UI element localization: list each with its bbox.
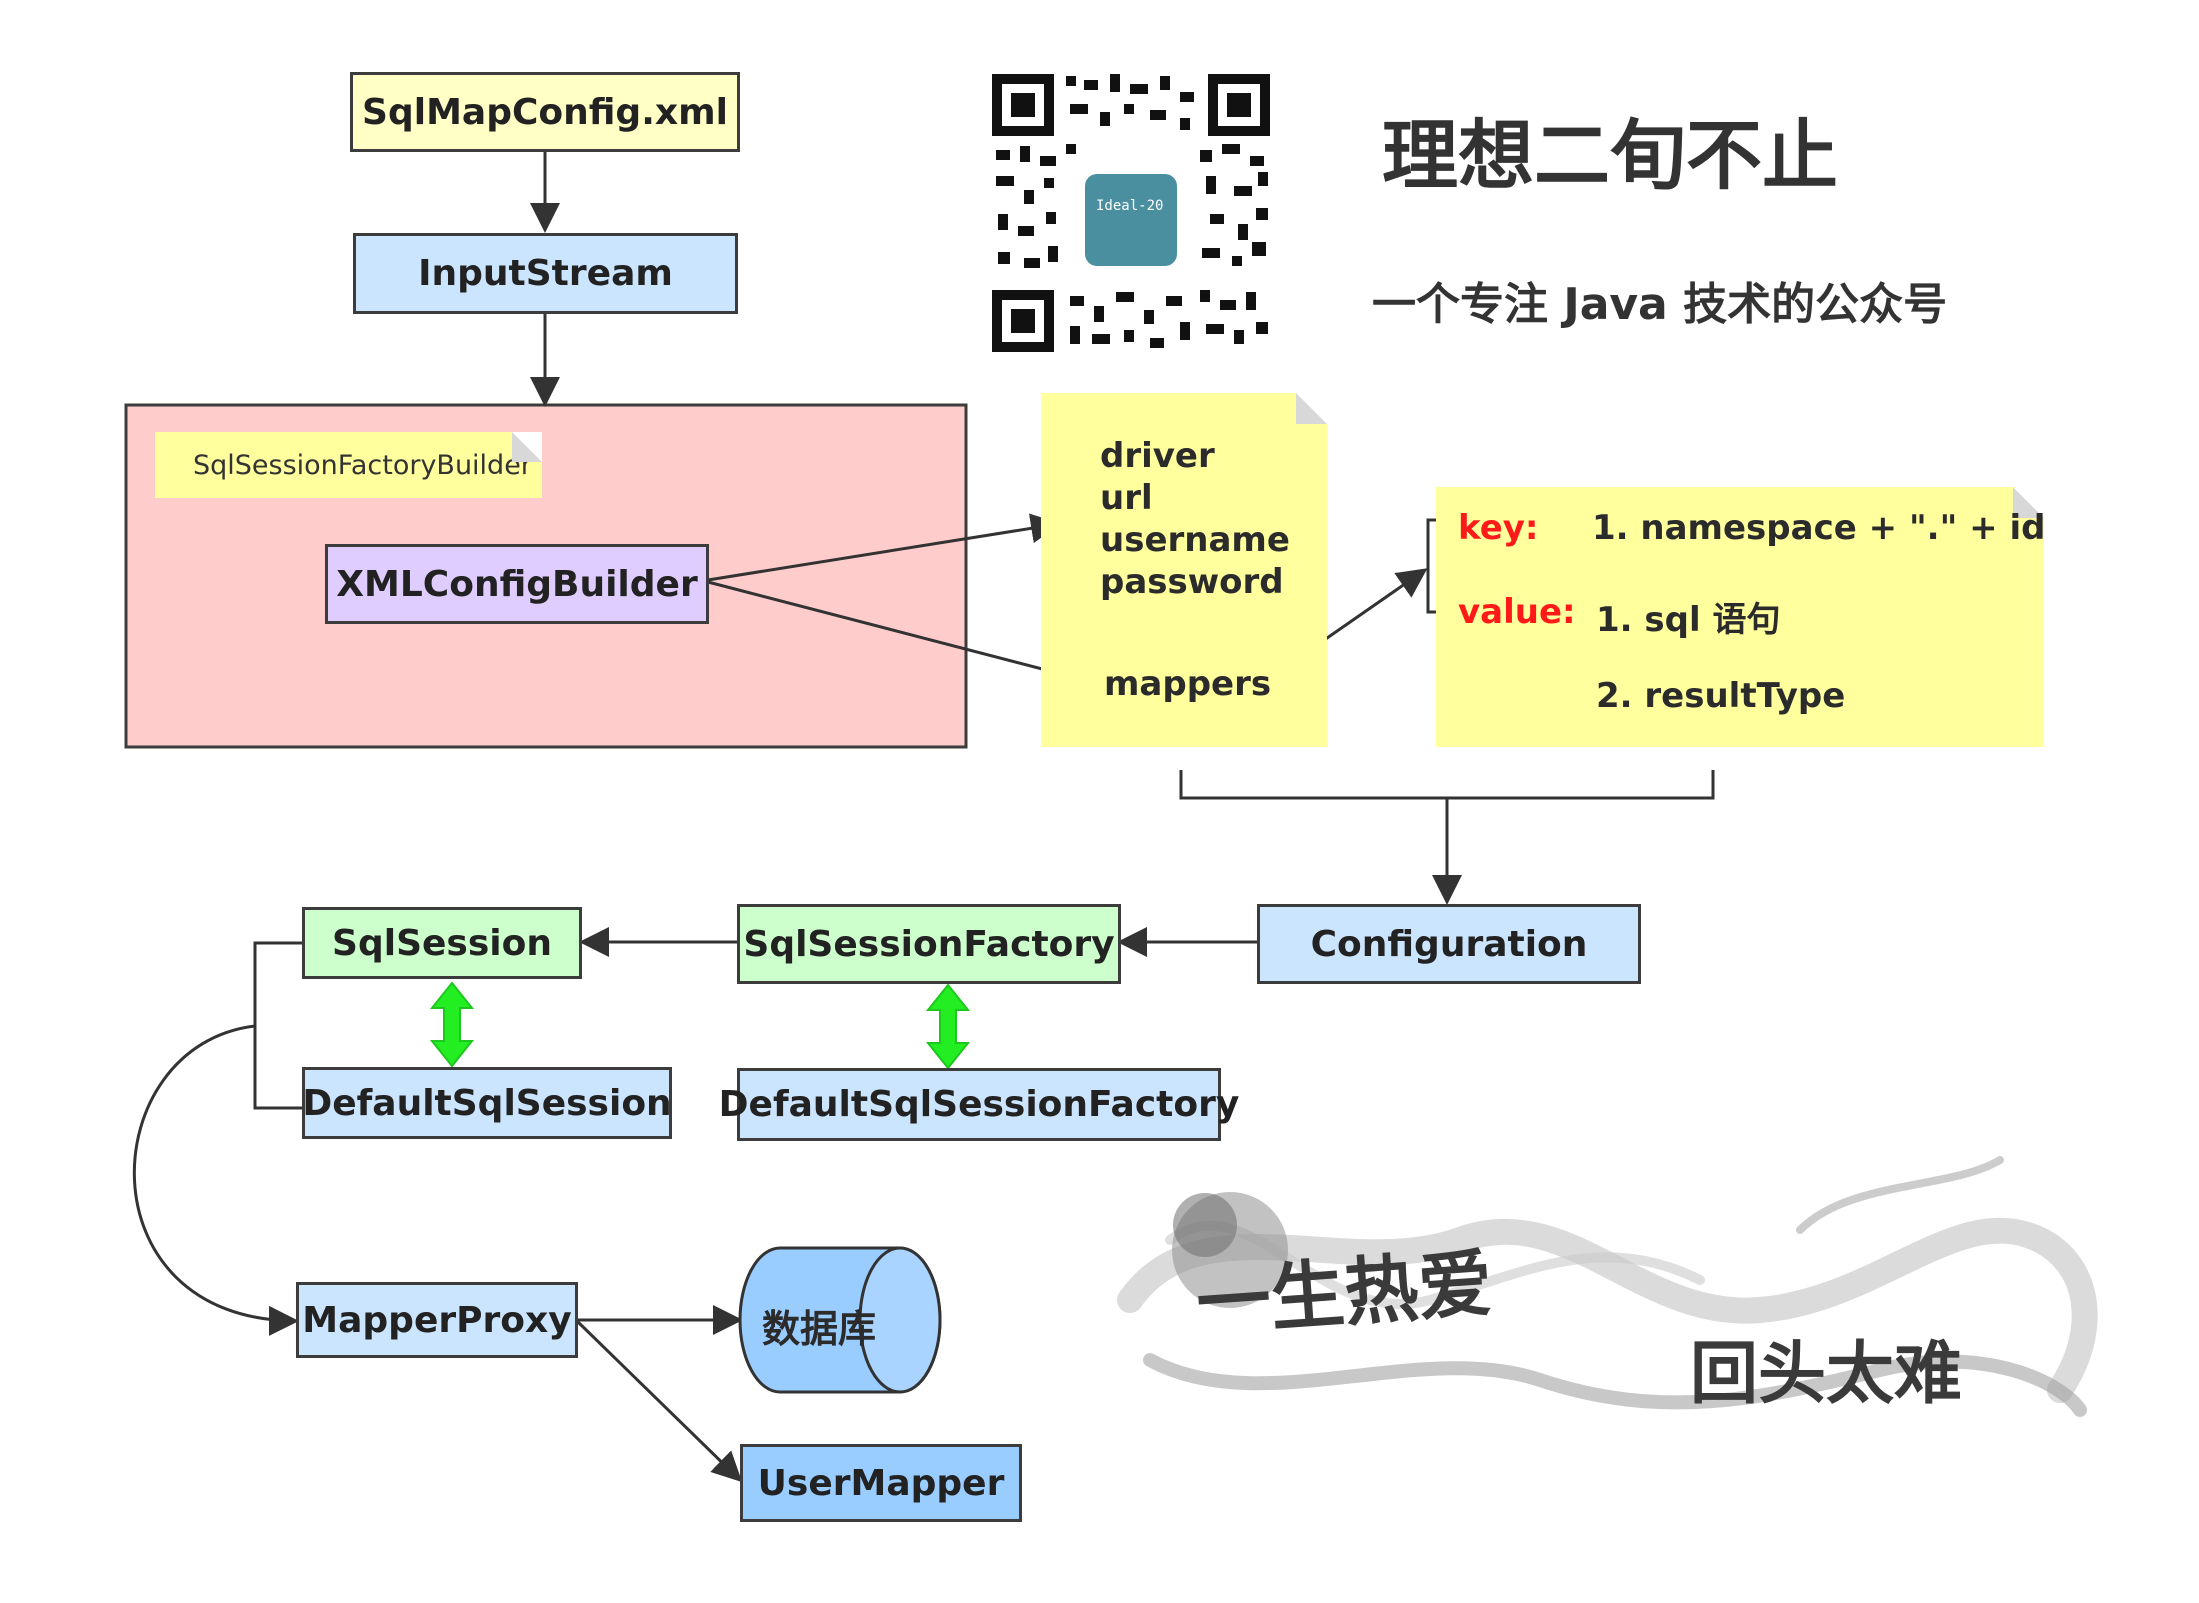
key-label: key: <box>1458 508 1539 548</box>
sqlsession-node: SqlSession <box>302 907 582 979</box>
sqlmapconfig-label: SqlMapConfig.xml <box>362 91 728 133</box>
builder-note-label: SqlSessionFactoryBuilder <box>193 450 532 481</box>
defaultsqlsessionfactory-node: DefaultSqlSessionFactory <box>719 1068 1239 1141</box>
configuration-node: Configuration <box>1257 904 1641 984</box>
merge-bracket <box>1179 770 1715 800</box>
curve-session-to-mapperproxy <box>133 1024 299 1336</box>
green-double-arrow-session <box>429 981 475 1068</box>
sqlmapconfig-node: SqlMapConfig.xml <box>350 72 740 152</box>
value-item-sql: 1. sql 语句 <box>1596 600 1781 640</box>
builder-note: SqlSessionFactoryBuilder <box>155 432 542 498</box>
property-driver: driver <box>1100 436 1215 476</box>
arrow-xmlbuilder-to-properties <box>707 513 1061 582</box>
xmlconfigbuilder-node: XMLConfigBuilder <box>325 544 709 624</box>
key-value: 1. namespace + "." + id <box>1592 508 2046 548</box>
value-item-resulttype: 2. resultType <box>1596 676 1846 716</box>
usermapper-node: UserMapper <box>740 1444 1022 1522</box>
session-bracket <box>253 941 302 1110</box>
qr-code <box>988 70 1274 356</box>
brand-subtitle: 一个专注 Java 技术的公众号 <box>1372 279 1948 330</box>
defaultsqlsession-node: DefaultSqlSession <box>302 1067 672 1139</box>
mapperproxy-node: MapperProxy <box>296 1282 578 1358</box>
defaultsqlsessionfactory-label: DefaultSqlSessionFactory <box>718 1084 1240 1125</box>
smoke-decoration <box>1117 1156 2098 1417</box>
value-label: value: <box>1458 592 1576 632</box>
mapperproxy-label: MapperProxy <box>302 1299 572 1341</box>
qr-center-label: Ideal-20 <box>1096 198 1164 214</box>
property-url: url <box>1100 478 1153 518</box>
config-properties-note <box>1041 393 1327 747</box>
property-password: password <box>1100 562 1284 602</box>
property-username: username <box>1100 520 1290 560</box>
mapper-note-fold <box>2013 487 2044 518</box>
xmlconfigbuilder-label: XMLConfigBuilder <box>336 563 698 605</box>
property-mappers: mappers <box>1104 664 1272 704</box>
calligraphy-left: 一生热爱 <box>1193 1240 1496 1348</box>
mapper-keyvalue-note <box>1436 487 2044 747</box>
arrow-mapperproxy-to-usermapper <box>576 1320 743 1483</box>
configuration-label: Configuration <box>1310 923 1588 965</box>
brand-title: 理想二旬不止 <box>1382 111 1838 200</box>
config-note-fold <box>1296 393 1327 424</box>
inputstream-label: InputStream <box>418 253 673 294</box>
arrow-xmlbuilder-to-mappers <box>707 580 1103 692</box>
inputstream-node: InputStream <box>353 233 738 314</box>
usermapper-label: UserMapper <box>757 1462 1005 1504</box>
sqlsessionfactory-node: SqlSessionFactory <box>737 904 1121 984</box>
calligraphy-right: 回头太难 <box>1690 1334 1963 1414</box>
sqlsessionfactory-label: SqlSessionFactory <box>743 923 1115 965</box>
defaultsqlsession-label: DefaultSqlSession <box>302 1082 672 1124</box>
database-label: 数据库 <box>762 1307 877 1351</box>
builder-note-fold <box>512 432 542 462</box>
green-double-arrow-factory <box>925 983 971 1070</box>
sqlsession-label: SqlSession <box>332 922 552 964</box>
database-cylinder <box>738 1246 942 1394</box>
